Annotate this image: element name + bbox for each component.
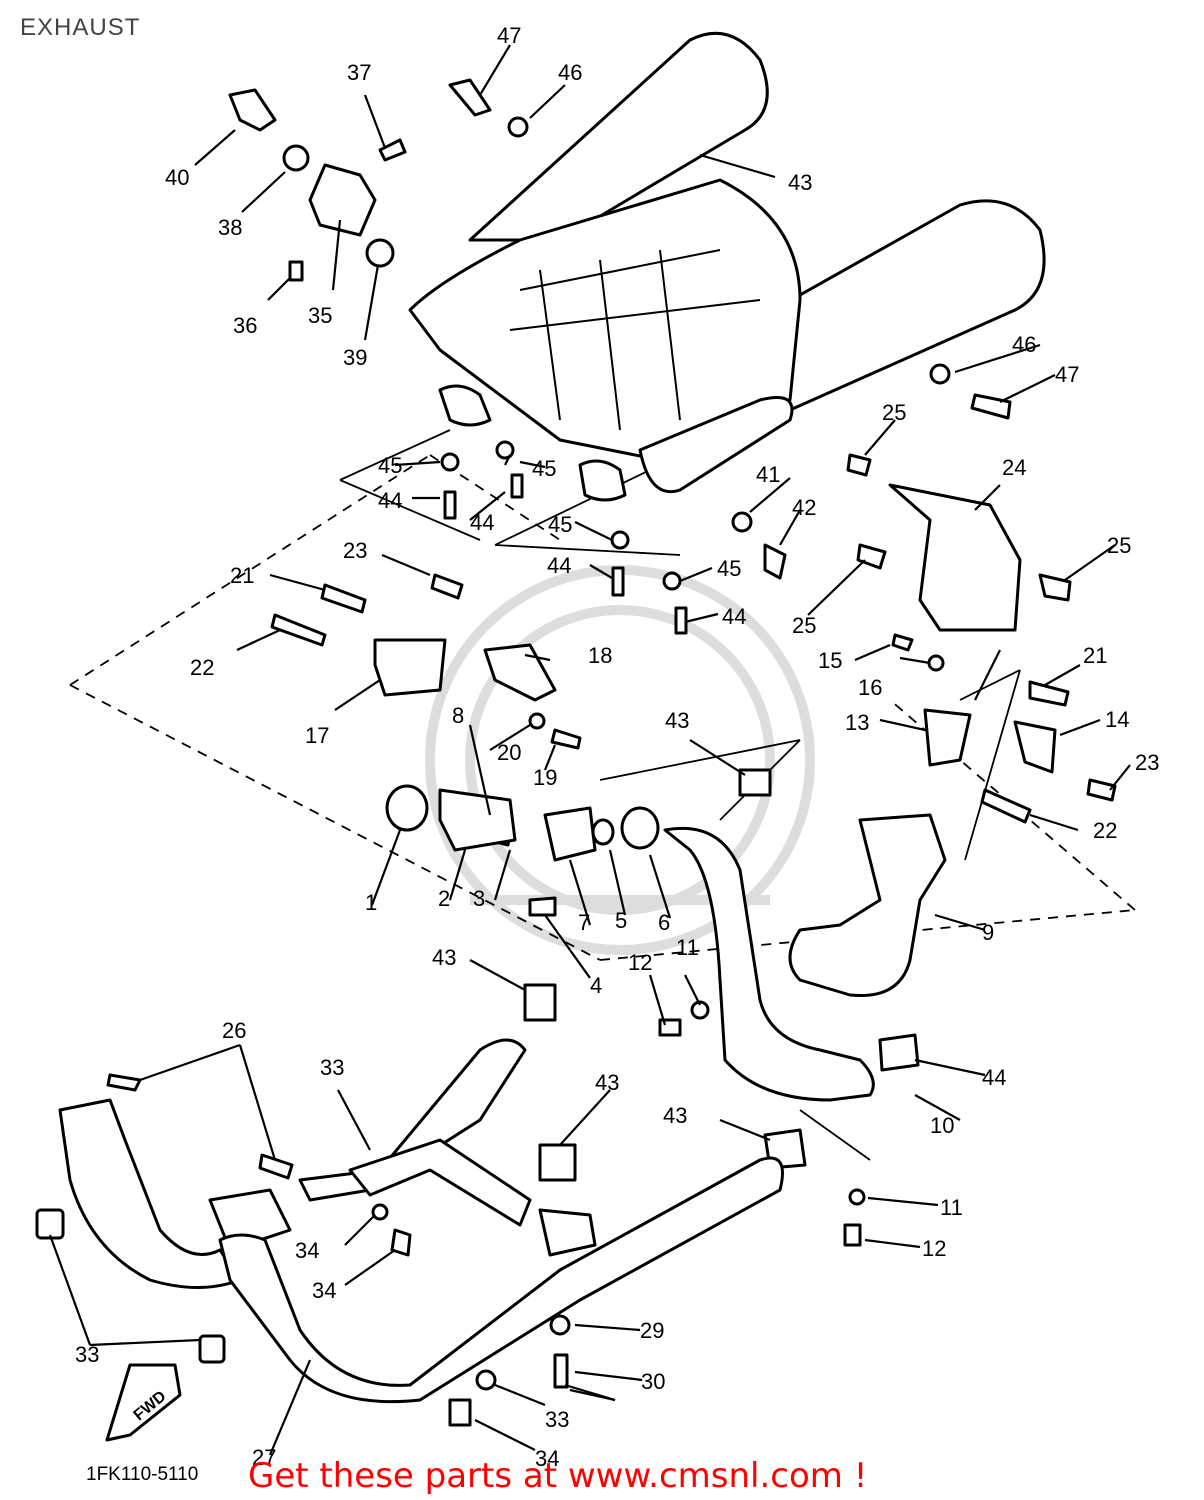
callout-30: 30 — [641, 1369, 665, 1394]
callout-16: 16 — [858, 675, 882, 700]
small-parts — [35, 78, 1117, 1427]
callout-24: 24 — [1002, 455, 1026, 480]
diagram-code: 1FK110-5110 — [86, 1464, 199, 1485]
callout-8: 8 — [452, 703, 464, 728]
callout-23: 23 — [343, 538, 367, 563]
callout-36: 36 — [233, 313, 257, 338]
page-title: EXHAUST — [20, 14, 141, 41]
callout-45: 45 — [378, 453, 402, 478]
callout-10: 10 — [930, 1113, 954, 1138]
exhaust-pipes-rear — [58, 1038, 784, 1442]
callout-6: 6 — [658, 910, 670, 935]
callout-33: 33 — [545, 1407, 569, 1432]
callout-labels: 47 37 46 40 43 38 35 36 46 39 47 25 45 4… — [75, 23, 1159, 1471]
callout-25: 25 — [882, 400, 906, 425]
callout-19: 19 — [533, 765, 557, 790]
callout-14: 14 — [1105, 707, 1129, 732]
watermark-link[interactable]: Get these parts at www.cmsnl.com ! — [248, 1456, 868, 1496]
callout-45: 45 — [532, 456, 556, 481]
callout-43: 44 — [982, 1065, 1006, 1090]
callout-23: 23 — [1135, 750, 1159, 775]
callout-21: 21 — [230, 563, 254, 588]
callout-44: 44 — [722, 604, 746, 629]
callout-39: 40 — [165, 165, 189, 190]
callout-40: 41 — [756, 462, 780, 487]
callout-1: 1 — [365, 890, 377, 915]
callout-46: 46 — [1012, 332, 1036, 357]
callout-34: 34 — [312, 1278, 336, 1303]
callout-32: 33 — [75, 1342, 99, 1367]
callout-46: 46 — [558, 60, 582, 85]
callout-42: 43 — [788, 170, 812, 195]
callout-34: 34 — [535, 1446, 559, 1471]
callout-41: 42 — [792, 495, 816, 520]
callout-18: 18 — [588, 643, 612, 668]
callout-5: 5 — [615, 908, 627, 933]
callout-3: 3 — [473, 886, 485, 911]
callout-2: 2 — [438, 886, 450, 911]
muffler-assembly — [408, 31, 1046, 502]
callout-47: 47 — [497, 23, 521, 48]
callout-35: 35 — [308, 303, 332, 328]
callout-22: 22 — [1093, 818, 1117, 843]
callout-43: 43 — [663, 1103, 687, 1128]
callout-9: 9 — [982, 920, 994, 945]
callout-20: 20 — [497, 740, 521, 765]
callout-13: 13 — [845, 710, 869, 735]
callout-43: 43 — [595, 1070, 619, 1095]
callout-7: 7 — [578, 910, 590, 935]
callout-15: 15 — [818, 648, 842, 673]
callout-22: 22 — [190, 655, 214, 680]
callout-36: 37 — [347, 60, 371, 85]
callout-21: 21 — [1083, 643, 1107, 668]
callout-26: 26 — [222, 1018, 246, 1043]
callout-4: 4 — [590, 973, 602, 998]
callout-44: 44 — [470, 510, 494, 535]
callout-43: 43 — [665, 708, 689, 733]
leader-lines — [48, 44, 1131, 1456]
callout-29: 29 — [640, 1318, 664, 1343]
callout-37: 38 — [218, 215, 242, 240]
callout-25: 25 — [792, 613, 816, 638]
callout-27: 27 — [252, 1445, 276, 1470]
callout-11: 11 — [940, 1195, 963, 1220]
callout-33: 34 — [295, 1238, 319, 1263]
exhaust-pipes-front — [663, 813, 947, 1102]
callout-44: 44 — [547, 553, 571, 578]
callout-44: 44 — [378, 488, 402, 513]
callout-11: 11 — [676, 935, 699, 960]
callout-47: 47 — [1055, 362, 1079, 387]
callout-38: 39 — [343, 345, 367, 370]
callout-31: 33 — [320, 1055, 344, 1080]
callout-25: 25 — [1107, 533, 1131, 558]
callout-17: 17 — [305, 723, 329, 748]
callout-43: 43 — [432, 945, 456, 970]
callout-12: 12 — [628, 950, 652, 975]
callout-45: 45 — [548, 512, 572, 537]
callout-12: 12 — [922, 1236, 946, 1261]
callout-45: 45 — [717, 556, 741, 581]
